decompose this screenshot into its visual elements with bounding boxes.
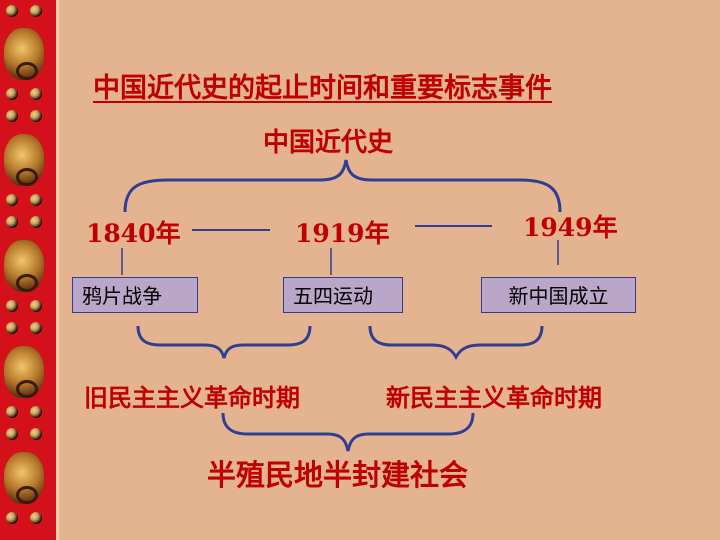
bead-ornament: [30, 512, 42, 524]
year-1919: 1919年: [295, 219, 390, 248]
bead-ornament: [6, 194, 18, 206]
event-box-prc-founding: 新中国成立: [481, 277, 636, 313]
bead-ornament: [6, 5, 18, 17]
bead-ornament: [30, 322, 42, 334]
bead-ornament: [30, 216, 42, 228]
lion-knocker-icon: [4, 240, 44, 292]
main-label: 中国近代史: [263, 128, 394, 158]
lion-knocker-icon: [4, 452, 44, 504]
period-old-democratic: 旧民主主义革命时期: [84, 384, 300, 412]
lion-knocker-icon: [4, 346, 44, 398]
page-title: 中国近代史的起止时间和重要标志事件: [93, 73, 552, 104]
brace-society: [221, 412, 475, 452]
year-1840: 1840年: [86, 219, 181, 248]
bead-ornament: [6, 428, 18, 440]
bead-ornament: [6, 110, 18, 122]
event-box-may-fourth: 五四运动: [283, 277, 403, 313]
bead-ornament: [6, 322, 18, 334]
bead-ornament: [6, 88, 18, 100]
bead-ornament: [6, 300, 18, 312]
top-brace: [123, 159, 562, 213]
event-box-opium-war: 鸦片战争: [72, 277, 198, 313]
bead-ornament: [6, 512, 18, 524]
year-1949: 1949年: [523, 213, 618, 242]
brace-new-period: [368, 325, 544, 361]
bead-ornament: [30, 88, 42, 100]
bead-ornament: [30, 194, 42, 206]
society-label: 半殖民地半封建社会: [207, 458, 469, 492]
bead-ornament: [30, 428, 42, 440]
bead-ornament: [30, 5, 42, 17]
lion-knocker-icon: [4, 28, 44, 80]
bead-ornament: [30, 300, 42, 312]
bead-ornament: [6, 216, 18, 228]
decorative-border: [0, 0, 59, 540]
bead-ornament: [30, 110, 42, 122]
bead-ornament: [6, 406, 18, 418]
brace-old-period: [136, 325, 312, 359]
bead-ornament: [30, 406, 42, 418]
period-new-democratic: 新民主主义革命时期: [386, 384, 602, 412]
lion-knocker-icon: [4, 134, 44, 186]
border-edge: [56, 0, 59, 540]
